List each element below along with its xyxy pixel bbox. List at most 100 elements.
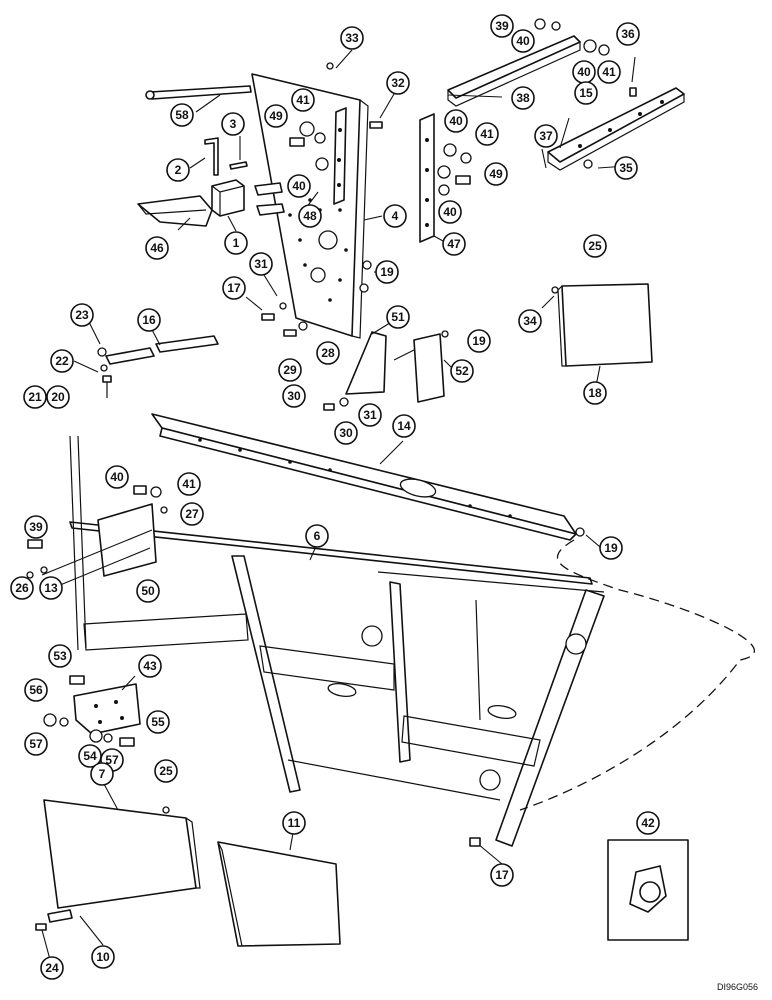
callout: 23 bbox=[70, 303, 94, 327]
callout: 30 bbox=[282, 384, 306, 408]
part-15-bar bbox=[547, 87, 685, 171]
callout-label: 38 bbox=[516, 91, 530, 105]
callout-label: 34 bbox=[523, 314, 537, 328]
callout-label: 49 bbox=[269, 109, 283, 123]
callout-label: 41 bbox=[296, 93, 310, 107]
callout: 13 bbox=[39, 576, 63, 600]
callout: 19 bbox=[375, 260, 399, 284]
callout: 40 bbox=[105, 465, 129, 489]
callout-label: 52 bbox=[455, 364, 469, 378]
callout-label: 46 bbox=[150, 241, 164, 255]
callout: 52 bbox=[450, 359, 474, 383]
callout: 40 bbox=[572, 60, 596, 84]
callout: 58 bbox=[170, 103, 194, 127]
callout: 42 bbox=[636, 811, 660, 835]
callout: 54 bbox=[78, 744, 102, 768]
callout-label: 11 bbox=[288, 816, 301, 830]
callout: 55 bbox=[146, 710, 170, 734]
hardware-fasteners bbox=[26, 18, 637, 931]
callout: 34 bbox=[518, 309, 542, 333]
part-46-bracket bbox=[137, 195, 213, 227]
callout: 56 bbox=[24, 678, 48, 702]
callout: 4 bbox=[383, 204, 407, 228]
callout: 14 bbox=[392, 414, 416, 438]
part-1-block bbox=[211, 179, 245, 217]
callout-label: 2 bbox=[175, 163, 182, 177]
callout: 48 bbox=[298, 204, 322, 228]
callout-label: 30 bbox=[287, 389, 301, 403]
callout: 51 bbox=[386, 305, 410, 329]
callout: 50 bbox=[136, 579, 160, 603]
callout-label: 31 bbox=[254, 257, 268, 271]
callout: 17 bbox=[222, 276, 246, 300]
callout: 21 bbox=[23, 385, 47, 409]
callout: 25 bbox=[583, 234, 607, 258]
callout-label: 40 bbox=[449, 114, 463, 128]
part-3-clip bbox=[229, 161, 248, 170]
callout: 33 bbox=[340, 26, 364, 50]
callout: 3 bbox=[221, 112, 245, 136]
callout-label: 58 bbox=[175, 108, 189, 122]
callout-label: 47 bbox=[447, 237, 461, 251]
callout: 40 bbox=[444, 109, 468, 133]
callout-label: 24 bbox=[45, 961, 59, 975]
part-48-bracket bbox=[333, 107, 347, 205]
callout-label: 40 bbox=[292, 179, 306, 193]
callout: 31 bbox=[358, 403, 382, 427]
callout: 32 bbox=[386, 71, 410, 95]
callout-label: 17 bbox=[495, 868, 509, 882]
callout: 31 bbox=[249, 252, 273, 276]
part-14-crossmember bbox=[151, 413, 577, 541]
callout: 36 bbox=[616, 22, 640, 46]
callout: 30 bbox=[334, 421, 358, 445]
callout: 47 bbox=[442, 232, 466, 256]
callout: 6 bbox=[305, 524, 329, 548]
callout-label: 17 bbox=[227, 281, 241, 295]
callout-label: 26 bbox=[15, 581, 29, 595]
callout-label: 7 bbox=[99, 767, 106, 781]
callout: 24 bbox=[40, 956, 64, 980]
part-10-clip bbox=[47, 909, 73, 923]
part-43-bracket bbox=[73, 683, 141, 735]
callout-label: 50 bbox=[141, 584, 155, 598]
callout: 41 bbox=[177, 472, 201, 496]
callout-label: 56 bbox=[29, 683, 43, 697]
callout-label: 19 bbox=[380, 265, 394, 279]
callout-label: 36 bbox=[621, 27, 635, 41]
callout: 25 bbox=[154, 759, 178, 783]
callout: 46 bbox=[145, 236, 169, 260]
callout-label: 33 bbox=[345, 31, 359, 45]
callout: 7 bbox=[90, 762, 114, 786]
callout: 17 bbox=[490, 863, 514, 887]
callout: 39 bbox=[24, 515, 48, 539]
drawing-code: DI96G056 bbox=[716, 982, 758, 992]
callout: 19 bbox=[467, 329, 491, 353]
callout-label: 43 bbox=[143, 659, 157, 673]
callout-label: 22 bbox=[55, 354, 69, 368]
callout-label: 19 bbox=[604, 541, 618, 555]
callout: 15 bbox=[574, 81, 598, 105]
callout: 19 bbox=[599, 536, 623, 560]
callout: 26 bbox=[10, 576, 34, 600]
callout: 53 bbox=[48, 644, 72, 668]
callout-label: 6 bbox=[314, 529, 321, 543]
callout-label: 14 bbox=[397, 419, 411, 433]
callout: 1 bbox=[224, 231, 248, 255]
callout-label: 40 bbox=[443, 205, 457, 219]
callout-label: 18 bbox=[588, 386, 602, 400]
callout-label: 4 bbox=[392, 209, 399, 223]
callout-label: 3 bbox=[230, 117, 237, 131]
callout: 41 bbox=[475, 122, 499, 146]
callout: 11 bbox=[282, 811, 306, 835]
callout-label: 41 bbox=[182, 477, 196, 491]
callout-label: 54 bbox=[83, 749, 97, 763]
part-2-pin bbox=[204, 137, 219, 176]
callout: 49 bbox=[484, 162, 508, 186]
callout: 40 bbox=[438, 200, 462, 224]
part-51-plate bbox=[345, 331, 387, 395]
callout-label: 21 bbox=[28, 390, 42, 404]
part-47-bracket bbox=[419, 113, 435, 243]
part-50-plate bbox=[41, 503, 157, 591]
callout-label: 57 bbox=[105, 753, 119, 767]
